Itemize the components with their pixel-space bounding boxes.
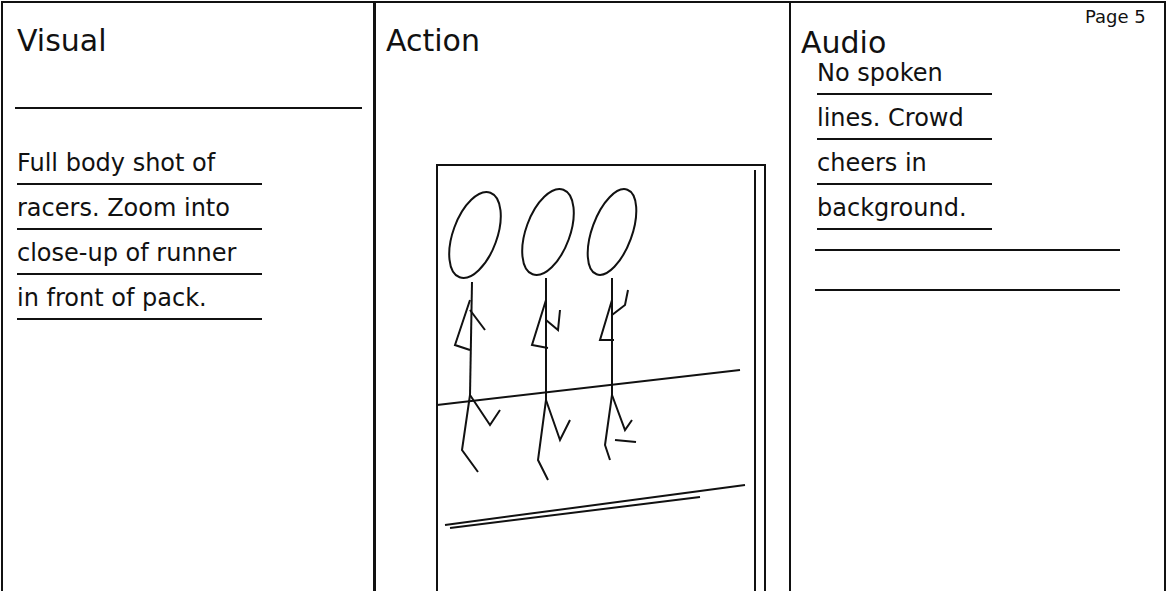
stick-figure-runners [439,182,646,480]
storyboard-column: VisualFull body shot of racers. Zoom int… [1,1,375,591]
track-lines [437,370,745,528]
action-frame [437,165,765,591]
page-number: Page 5 [1085,6,1146,27]
column-heading: Action [386,23,480,59]
column-note: No spoken lines. Crowd cheers in backgro… [817,51,992,231]
column-note: Full body shot of racers. Zoom into clos… [17,141,262,321]
storyboard-column: AudioNo spoken lines. Crowd cheers in ba… [789,1,1166,591]
column-heading: Visual [17,23,107,59]
storyboard-column: Action [374,1,791,591]
